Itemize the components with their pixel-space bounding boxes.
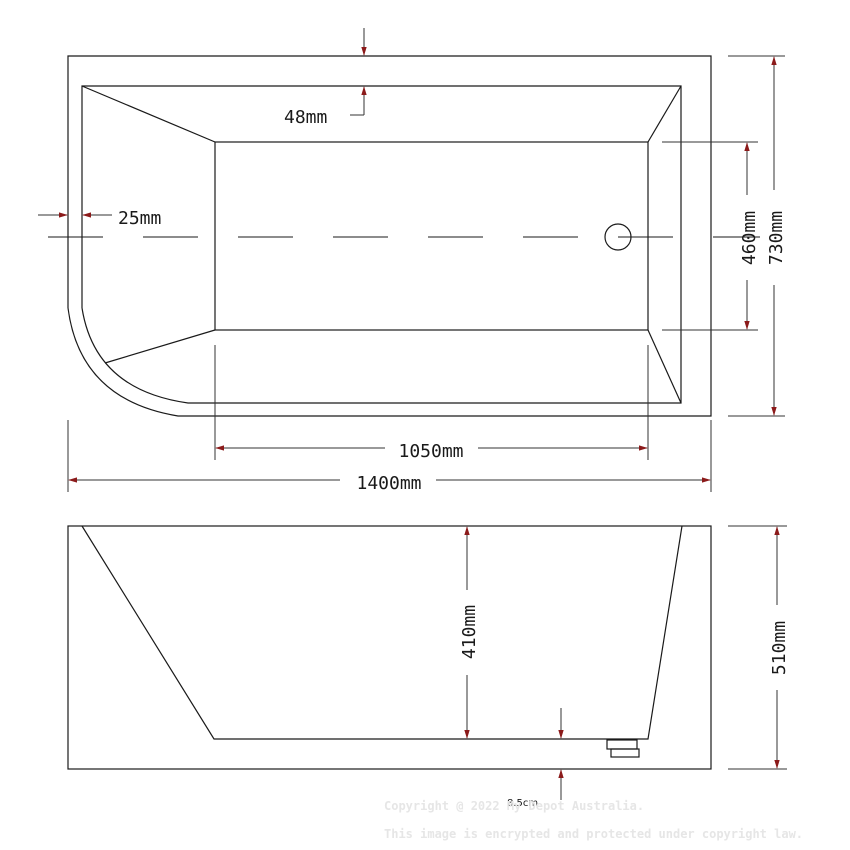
dim-8.5-label: 8.5cm	[507, 798, 538, 809]
diagonal-top-left	[81, 85, 216, 143]
top-view-outer-outline	[67, 55, 712, 417]
watermark-protection: This image is encrypted and protected un…	[384, 827, 803, 841]
dim-510-label: 510mm	[769, 621, 790, 675]
basin-floor	[214, 141, 649, 331]
top-view-inner-rim	[81, 85, 682, 404]
dim-1400-label: 1400mm	[356, 473, 421, 494]
drain-fitting-bottom	[610, 748, 640, 758]
dim-730-label: 730mm	[766, 211, 787, 265]
dim-410-label: 410mm	[459, 605, 480, 659]
side-view-basin-profile	[81, 525, 683, 740]
side-view: 410mm 510mm 8.5cm	[67, 525, 790, 809]
side-view-outline	[67, 525, 712, 770]
drain-fitting-top	[606, 739, 638, 750]
diagonal-bottom-left	[104, 329, 216, 364]
diagonal-bottom-right	[647, 329, 682, 404]
drain-circle	[604, 223, 632, 251]
diagonal-top-right	[647, 85, 682, 143]
dim-1050-label: 1050mm	[398, 441, 463, 462]
watermark-copyright: Copyright @ 2022 My Depot Australia.	[384, 799, 644, 813]
top-view: 48mm 25mm 460mm 730mm 1050mm 1400mm	[38, 28, 787, 494]
dim-460-label: 460mm	[739, 211, 760, 265]
dim-48-label: 48mm	[284, 107, 327, 128]
dim-25-label: 25mm	[118, 208, 161, 229]
